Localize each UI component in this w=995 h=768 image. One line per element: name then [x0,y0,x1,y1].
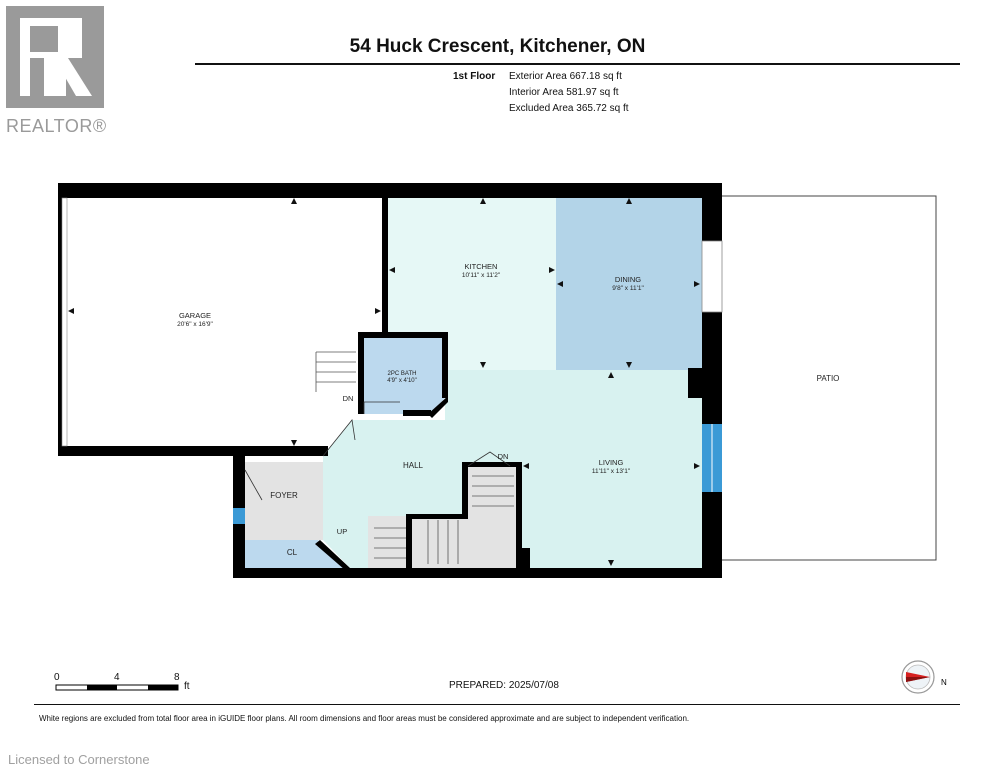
door-swings [244,401,511,501]
dining-label: DINING [615,275,641,284]
stairs-dn-left-label: DN [343,394,354,403]
bath-angle-wall [428,396,448,418]
dining-window [701,240,723,313]
scale-0: 0 [54,672,60,683]
realtor-wordmark: REALTOR® [6,116,107,136]
garage-door [61,197,68,447]
scale-4: 4 [114,672,120,683]
stairs-right-fill [412,516,518,568]
stairs-right-upper-fill [468,466,518,516]
garage-label: GARAGE [179,311,211,320]
license-text: Licensed to Cornerstone [8,752,150,767]
living-label: LIVING [599,458,624,467]
bath-dims: 4'9" x 4'10" [387,378,417,384]
scale-8: 8 [174,672,180,683]
footer-divider [34,704,960,705]
scale-bar [55,684,179,691]
patio-area [719,195,937,561]
bath-fill [362,338,445,414]
closet-angle-wall [315,540,350,570]
living-hall-fill [323,370,702,568]
foyer-label: FOYER [270,491,298,500]
scale-unit: ft [184,681,190,692]
prepared-date: PREPARED: 2025/07/08 [449,680,559,691]
garage-dims: 20'6" x 16'9" [177,321,213,328]
interior-area: Interior Area 581.97 sq ft [509,87,619,98]
page-title: 54 Huck Crescent, Kitchener, ON [349,36,646,57]
dining-dims: 9'8" x 11'1" [612,285,644,292]
kitchen-dims: 10'11" x 11'2" [462,272,501,279]
stairs-up-label: UP [337,527,347,536]
floor-label: 1st Floor [453,71,496,82]
foyer-fill [245,462,323,540]
title-divider [195,63,960,65]
living-dims: 11'11" x 13'1" [592,468,631,475]
stair-treads [315,351,514,564]
closet-label: CL [287,548,298,557]
patio-label: PATIO [817,374,840,383]
realtor-r-logo-icon [6,6,104,108]
kitchen-label: KITCHEN [465,262,498,271]
foyer-window [233,508,245,524]
hall-label: HALL [403,461,424,470]
bath-label: 2PC BATH [388,371,417,377]
disclaimer-text: White regions are excluded from total fl… [39,714,690,723]
excluded-area: Excluded Area 365.72 sq ft [509,103,629,114]
realtor-logo: REALTOR® [6,6,116,136]
dimension-arrows [68,198,700,566]
north-arrow-icon [901,660,935,694]
stairs-dn-right-label: DN [498,452,509,461]
exterior-area: Exterior Area 667.18 sq ft [509,71,622,82]
stairs-up-fill [368,516,412,568]
dining-fill [556,198,702,370]
compass-label: N [941,678,947,687]
